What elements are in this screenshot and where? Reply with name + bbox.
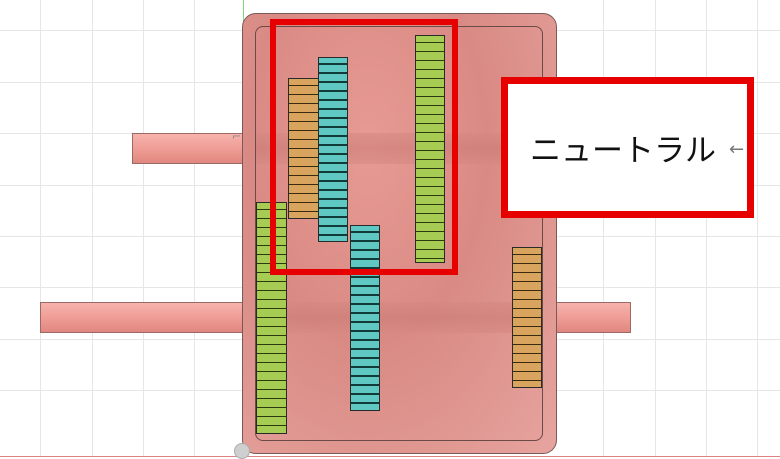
grid-line [143,0,144,457]
grid-line [655,0,656,457]
teal-gear-upper[interactable] [318,57,348,242]
lower-shaft-inside [256,302,542,333]
gearbox-housing-inner [255,26,543,441]
grid-line [194,0,195,457]
grid-line [757,0,758,457]
neutral-label-box: ニュートラル [501,77,754,218]
upper-shaft-left[interactable] [132,133,244,164]
lime-gear-lower[interactable] [256,202,287,434]
grid-line [92,0,93,457]
lower-shaft-left[interactable] [40,302,244,333]
left-arrow-icon: ← [729,139,745,160]
grid-line [603,0,604,457]
grid-line [706,0,707,457]
dimension-mark: ⌐ [232,130,242,143]
teal-gear-lower[interactable] [350,225,380,411]
lower-shaft-right[interactable] [556,302,631,333]
neutral-highlight-box [270,19,458,275]
lime-gear-upper[interactable] [415,35,445,263]
orange-gear-upper[interactable] [288,78,319,219]
orange-gear-lower[interactable] [512,247,542,388]
neutral-label-text: ニュートラル [530,133,716,169]
grid-line [40,0,41,457]
